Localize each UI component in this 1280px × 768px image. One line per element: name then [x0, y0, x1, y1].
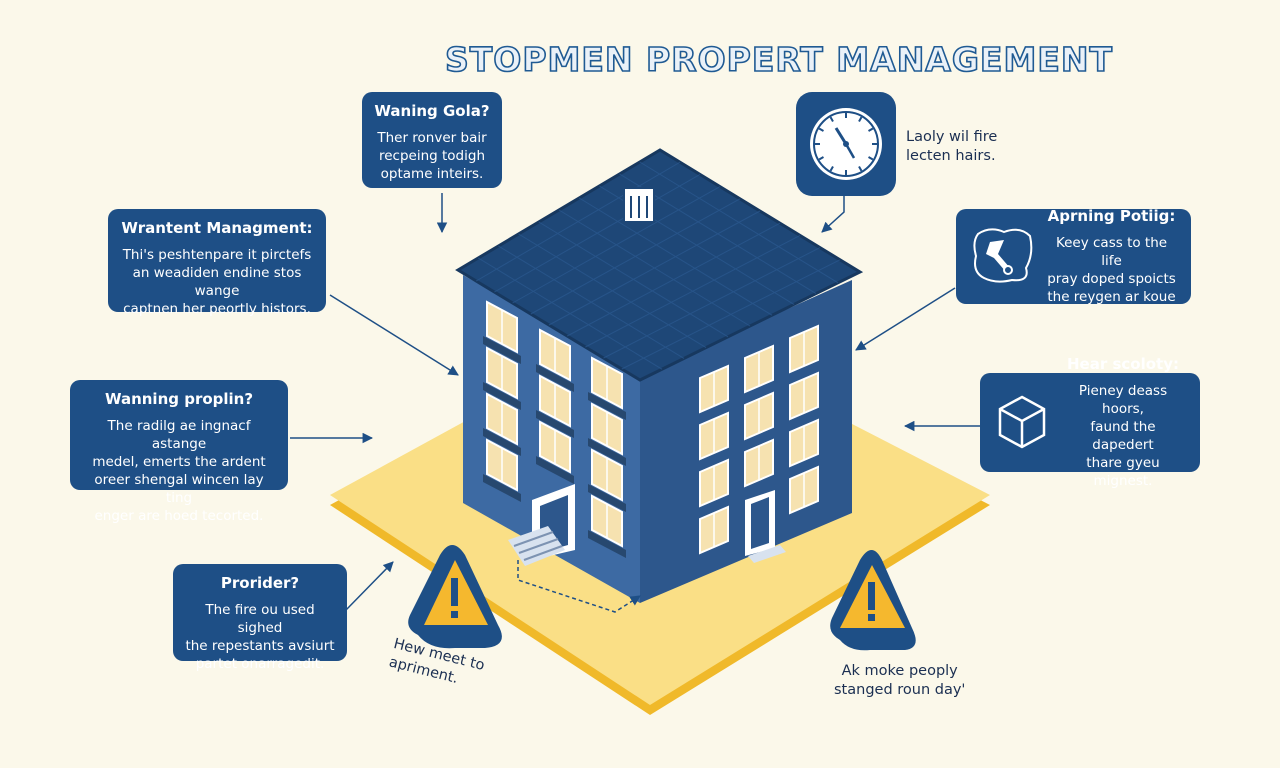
balcony [536, 456, 574, 484]
clock-tick [868, 127, 874, 132]
warning-note: Ak moke peoply stanged roun day' [834, 663, 966, 698]
page-title: STOPMEN PROPERT MANAGEMENT [444, 39, 1113, 80]
clock-note: Laoly wil fire lecten hairs. [906, 129, 998, 164]
balcony [483, 428, 521, 456]
roof-grid-line [621, 259, 841, 370]
roof-grid-line [585, 234, 801, 348]
connector-lines [290, 193, 980, 613]
clock-tick [818, 127, 824, 132]
warning-sign-left [408, 545, 502, 649]
balcony [588, 392, 626, 420]
card-heading: Waning Gola? [374, 102, 490, 120]
clock-icon [810, 108, 882, 180]
clock-tick [858, 116, 863, 122]
balcony [536, 410, 574, 438]
front-entrance [508, 484, 575, 566]
balcony [588, 484, 626, 512]
roof-grid-line [548, 210, 761, 326]
roof [455, 148, 864, 382]
wrench-icon [970, 224, 1036, 290]
card-heading: Prorider? [220, 574, 300, 592]
roof-grid-line [578, 197, 773, 316]
card-heading: Aprning Potiig: [1047, 207, 1176, 225]
clock-badge [796, 92, 896, 196]
card-body: Keey cass to the life pray doped spoicts… [1047, 235, 1176, 305]
card-hear-scoloty: Hear scoloty: Pieney deass hoors, faund … [980, 355, 1200, 489]
card-warrant-management: Wrantent Managment: Thi's peshtenpare it… [108, 209, 326, 317]
balcony [588, 438, 626, 466]
card-heading: Hear scoloty: [1067, 355, 1179, 373]
side-windows [699, 324, 819, 555]
clock-tick [818, 156, 824, 161]
card-providers: Prorider? The fire ou used sighed the re… [173, 564, 347, 672]
card-warning-goals: Waning Gola? Ther ronver bair recpeing t… [362, 92, 502, 188]
card-aprning: Aprning Potiig: Keey cass to the life pr… [956, 207, 1191, 305]
roof-vent [623, 187, 655, 223]
clock-tick [858, 166, 863, 172]
side-entrance [745, 490, 786, 563]
roof-grid-line [639, 161, 839, 284]
card-body: Pieney deass hoors, faund the dapedert t… [1078, 383, 1168, 489]
clock-tick [829, 116, 834, 122]
balcony [483, 474, 521, 502]
card-body: The fire ou used sighed the repestants a… [185, 602, 335, 672]
balcony [483, 382, 521, 410]
roof-grid-line [603, 247, 821, 359]
box-icon [994, 391, 1050, 455]
card-heading: Wanning proplin? [104, 390, 254, 408]
warning-sign-right [830, 550, 916, 651]
balcony [588, 530, 626, 558]
roof-grid-line [566, 222, 781, 337]
balcony [483, 336, 521, 364]
card-body: Ther ronver bair recpeing todigh optame … [377, 130, 487, 182]
clock-tick [829, 166, 834, 172]
card-body: The radilg ae ingnacf astange medel, eme… [92, 418, 266, 524]
card-warning-proplin: Wanning proplin? The radilg ae ingnacf a… [70, 380, 288, 524]
card-body: Thi's peshtenpare it pirctefs an weadide… [122, 247, 312, 317]
clock-tick [868, 156, 874, 161]
balcony [536, 364, 574, 392]
card-heading: Wrantent Managment: [121, 219, 313, 237]
front-windows [483, 300, 626, 558]
